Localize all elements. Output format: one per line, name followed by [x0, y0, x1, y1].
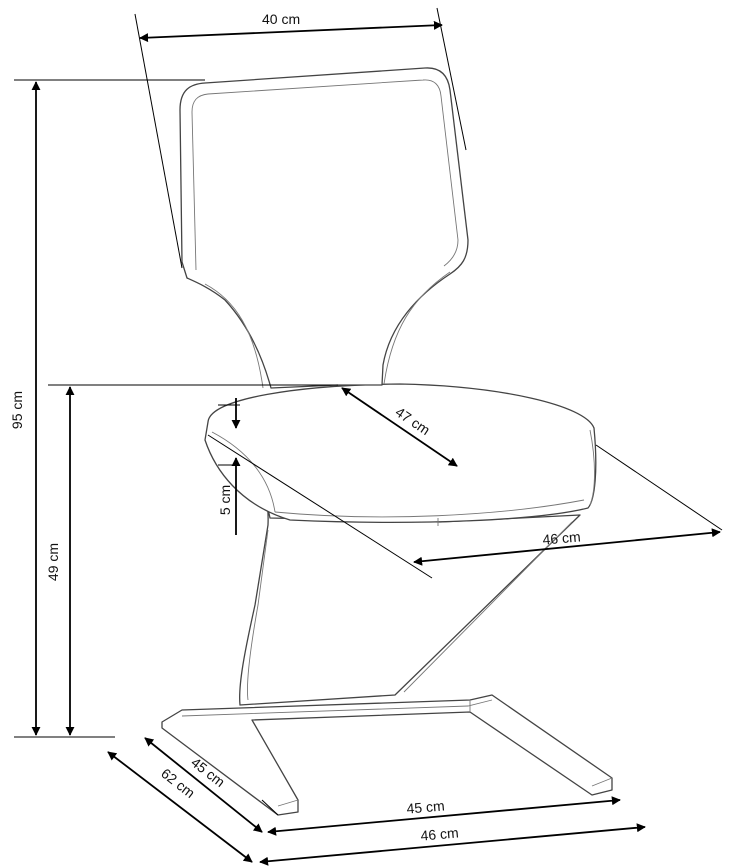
- label-backrest-width: 40 cm: [262, 11, 300, 27]
- dimension-arrows: [31, 20, 721, 866]
- dim-arrow-seat-width: [413, 528, 721, 566]
- chair-illustration: [161, 67, 613, 816]
- dim-arrow-seat-depth: [341, 387, 458, 467]
- label-total-height: 95 cm: [9, 391, 25, 429]
- extension-lines: [14, 7, 723, 816]
- chair-backrest: [179, 67, 469, 389]
- label-seat-height: 49 cm: [45, 543, 61, 581]
- label-seat-width: 46 cm: [542, 528, 581, 547]
- dim-arrow-backrest-width: [139, 20, 443, 43]
- label-base-width: 45 cm: [406, 797, 445, 816]
- label-seat-thickness: 5 cm: [217, 485, 233, 515]
- dim-arrow-total-width: [259, 823, 646, 866]
- chair-base: [161, 694, 613, 816]
- label-total-width: 46 cm: [420, 824, 459, 843]
- dim-arrow-total-depth: [107, 751, 253, 863]
